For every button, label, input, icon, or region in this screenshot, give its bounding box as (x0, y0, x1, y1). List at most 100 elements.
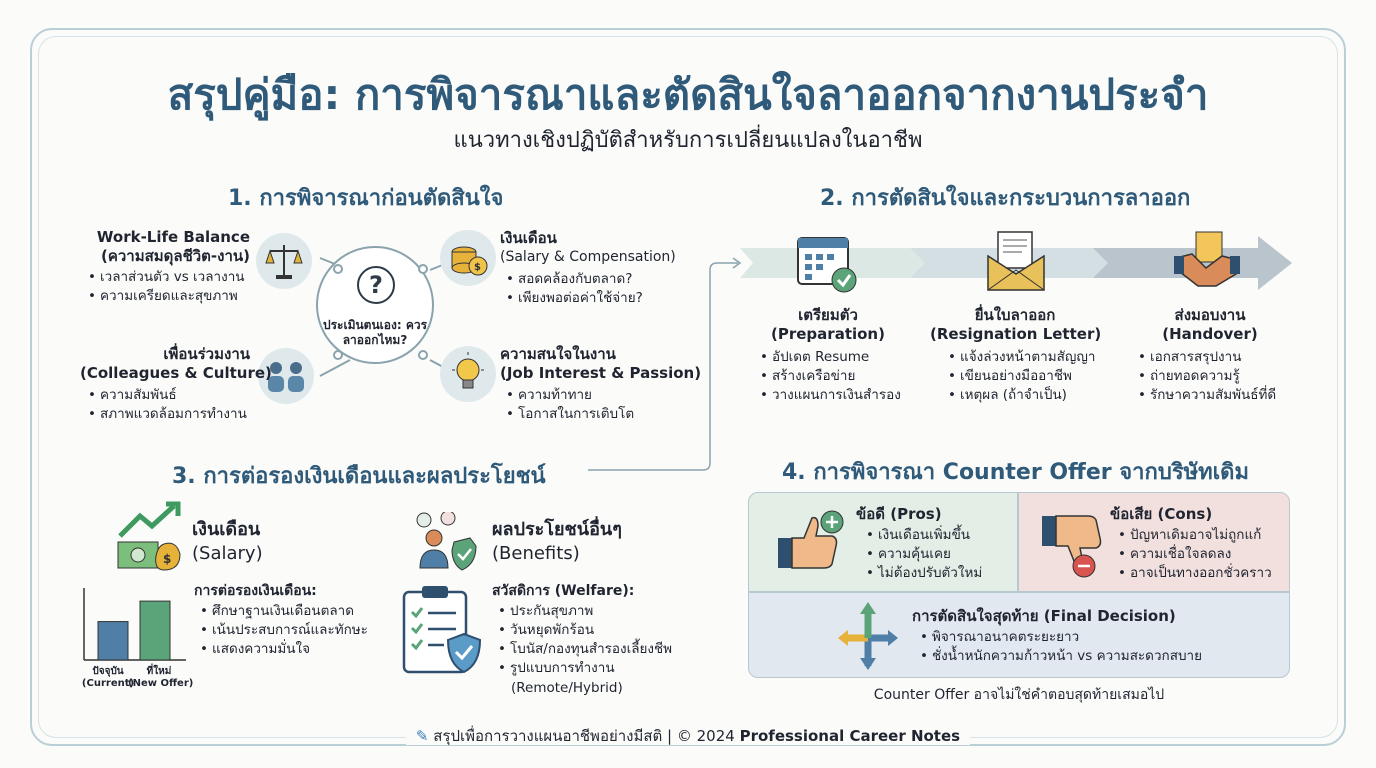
salary-comp-block: เงินเดือน (Salary & Compensation) (500, 229, 676, 267)
preparation-bullets: อัปเดต Resume สร้างเครือข่าย วางแผนการเง… (758, 348, 901, 405)
list-item: พิจารณาอนาคตระยะยาว (918, 628, 1202, 647)
final-decision-title: การตัดสินใจสุดท้าย (Final Decision) (912, 607, 1176, 625)
connector-dot (418, 264, 428, 274)
section1-heading: 1. การพิจารณาก่อนตัดสินใจ (228, 186, 504, 211)
salary-comparison-chart (83, 588, 186, 661)
list-item: วางแผนการเงินสำรอง (758, 386, 901, 405)
section3-heading: 3. การต่อรองเงินเดือนและผลประโยชน์ (172, 464, 546, 489)
salary-negotiation-bullets: ศึกษาฐานเงินเดือนตลาด เน้นประสบการณ์และท… (198, 602, 368, 659)
colleagues-bullets: ความสัมพันธ์ สภาพแวดล้อมการทำงาน (86, 386, 247, 424)
step-subtitle: (Preparation) (771, 325, 885, 343)
footer-text: สรุปเพื่อการวางแผนอาชีพอย่างมีสติ | © 20… (433, 727, 735, 745)
salary-subtitle: (Salary) (192, 543, 263, 564)
salary-bar-0 (97, 621, 129, 661)
list-item: เพียงพอต่อค่าใช้จ่าย? (504, 289, 643, 308)
list-item: สร้างเครือข่าย (758, 367, 901, 386)
list-item: ชั่งน้ำหนักความก้าวหน้า vs ความสะดวกสบาย (918, 647, 1202, 666)
list-item: ความสัมพันธ์ (86, 386, 247, 405)
list-item: ไม่ต้องปรับตัวใหม่ (864, 564, 982, 583)
work-life-block: Work-Life Balance (ความสมดุลชีวิต-งาน) (80, 228, 250, 266)
welfare-extra: (Remote/Hybrid) (511, 680, 623, 696)
salary-comp-title: เงินเดือน (500, 229, 557, 247)
list-item: อัปเดต Resume (758, 348, 901, 367)
list-item: วันหยุดพักร้อน (496, 621, 672, 640)
benefits-title: ผลประโยชน์อื่นๆ (492, 519, 622, 540)
step-resignation: ยื่นใบลาออก (Resignation Letter) (930, 306, 1102, 344)
list-item: แจ้งล่วงหน้าตามสัญญา (946, 348, 1095, 367)
step-title: ยื่นใบลาออก (974, 306, 1056, 324)
bar-label-current: ปัจจุบัน (Current) (81, 666, 135, 689)
salary-block: เงินเดือน (Salary) (192, 518, 263, 566)
passion-block: ความสนใจในงาน (Job Interest & Passion) (500, 345, 701, 383)
pros-title: ข้อดี (Pros) (856, 505, 942, 523)
list-item: โอกาสในการเติบโต (504, 405, 634, 424)
list-item: สภาพแวดล้อมการทำงาน (86, 405, 247, 424)
list-item: โบนัส/กองทุนสำรองเลี้ยงชีพ (496, 640, 672, 659)
list-item: ประกันสุขภาพ (496, 602, 672, 621)
list-item: ความเครียดและสุขภาพ (86, 287, 245, 306)
step-title: ส่งมอบงาน (1174, 306, 1246, 324)
connector-dot (333, 350, 343, 360)
pros-bullets: เงินเดือนเพิ่มขึ้น ความคุ้นเคย ไม่ต้องปร… (864, 526, 982, 583)
salary-comp-bullets: สอดคล้องกับตลาด? เพียงพอต่อค่าใช้จ่าย? (504, 270, 643, 308)
cons-title: ข้อเสีย (Cons) (1110, 505, 1213, 523)
scale-icon (256, 233, 312, 289)
list-item: เวลาส่วนตัว vs เวลางาน (86, 268, 245, 287)
page-title: สรุปคู่มือ: การพิจารณาและตัดสินใจลาออกจา… (167, 70, 1209, 119)
list-item: เหตุผล (ถ้าจำเป็น) (946, 386, 1095, 405)
list-item: เน้นประสบการณ์และทักษะ (198, 621, 368, 640)
resignation-bullets: แจ้งล่วงหน้าตามสัญญา เขียนอย่างมืออาชีพ … (946, 348, 1095, 405)
lightbulb-icon (440, 346, 496, 402)
clipboard-shield-icon (400, 584, 484, 680)
bar-label-new: ที่ใหม่ (New Offer) (128, 666, 194, 689)
list-item: ความคุ้นเคย (864, 545, 982, 564)
list-item: เงินเดือนเพิ่มขึ้น (864, 526, 982, 545)
cons-bullets: ปัญหาเดิมอาจไม่ถูกแก้ ความเชื่อใจลดลง อา… (1116, 526, 1272, 583)
salary-comp-subtitle: (Salary & Compensation) (500, 249, 676, 265)
list-item: เขียนอย่างมืออาชีพ (946, 367, 1095, 386)
svg-text:$: $ (163, 552, 171, 566)
thumbs-up-icon (774, 508, 846, 578)
step-handover: ส่งมอบงาน (Handover) (1140, 306, 1280, 344)
list-item: อาจเป็นทางออกชั่วคราว (1116, 564, 1272, 583)
list-item: ศึกษาฐานเงินเดือนตลาด (198, 602, 368, 621)
salary-title: เงินเดือน (192, 519, 261, 540)
svg-text:$: $ (474, 262, 481, 273)
passion-bullets: ความท้าทาย โอกาสในการเติบโต (504, 386, 634, 424)
list-item: ความท้าทาย (504, 386, 634, 405)
list-item: สอดคล้องกับตลาด? (504, 270, 643, 289)
colleagues-subtitle: (Colleagues & Culture) (80, 364, 272, 382)
welfare-bullets: ประกันสุขภาพ วันหยุดพักร้อน โบนัส/กองทุน… (496, 602, 672, 678)
thumbs-down-icon (1038, 510, 1110, 584)
step-subtitle: (Resignation Letter) (930, 325, 1102, 343)
welfare-label: สวัสดิการ (Welfare): (492, 583, 635, 599)
crossroads-arrow-icon (832, 600, 904, 674)
list-item: ถ่ายทอดความรู้ (1136, 367, 1276, 386)
people-icon (258, 348, 314, 404)
connector-dot (333, 264, 343, 274)
connector-dot (418, 350, 428, 360)
footer-brand: Professional Career Notes (739, 727, 961, 745)
section4-heading: 4. การพิจารณา Counter Offer จากบริษัทเดิ… (782, 460, 1249, 485)
passion-title: ความสนใจในงาน (500, 345, 616, 363)
colleagues-title: เพื่อนร่วมงาน (163, 345, 250, 363)
benefits-block: ผลประโยชน์อื่นๆ (Benefits) (492, 518, 622, 566)
handover-bullets: เอกสารสรุปงาน ถ่ายทอดความรู้ รักษาความสั… (1136, 348, 1276, 405)
step-subtitle: (Handover) (1162, 325, 1258, 343)
list-item: รักษาความสัมพันธ์ที่ดี (1136, 386, 1276, 405)
work-life-subtitle: (ความสมดุลชีวิต-งาน) (100, 247, 250, 265)
center-label: ประเมินตนเอง: ควรลาออกไหม? (322, 318, 428, 347)
benefits-subtitle: (Benefits) (492, 543, 580, 564)
passion-subtitle: (Job Interest & Passion) (500, 364, 702, 382)
question-icon: ? (357, 266, 395, 304)
colleagues-block: เพื่อนร่วมงาน (Colleagues & Culture) (80, 345, 272, 383)
work-life-bullets: เวลาส่วนตัว vs เวลางาน ความเครียดและสุขภ… (86, 268, 245, 306)
section2-heading: 2. การตัดสินใจและกระบวนการลาออก (820, 186, 1191, 211)
coins-icon: $ (440, 230, 496, 286)
salary-negotiation-label: การต่อรองเงินเดือน: (194, 583, 317, 599)
center-question-circle: ? ประเมินตนเอง: ควรลาออกไหม? (316, 246, 434, 364)
list-item: เอกสารสรุปงาน (1136, 348, 1276, 367)
list-item: ความเชื่อใจลดลง (1116, 545, 1272, 564)
handshake-icon (1172, 228, 1242, 298)
benefits-people-icon (410, 510, 482, 578)
